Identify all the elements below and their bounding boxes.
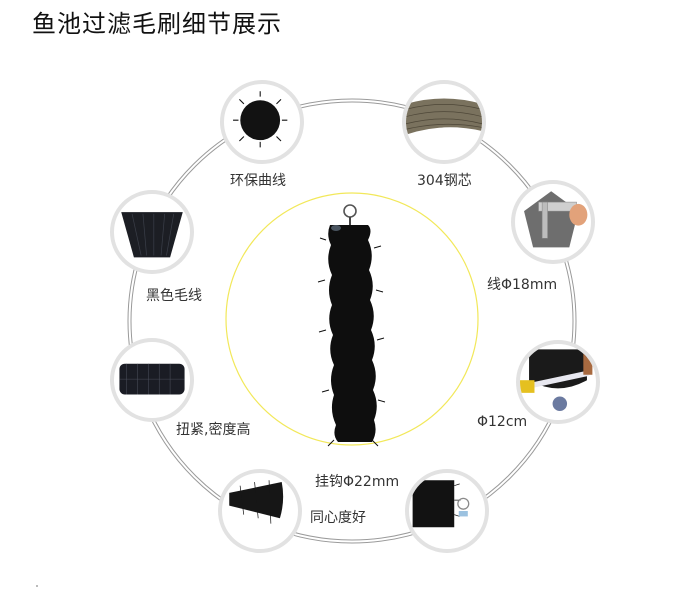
brush-tip-closeup-icon (233, 91, 288, 148)
tape-measure-diameter-icon (520, 349, 593, 411)
black-bristle-bundle-icon (121, 212, 183, 258)
hook-ring-closeup-icon (412, 480, 470, 528)
feature-label-diameter-12cm: Φ12cm (476, 414, 529, 430)
feature-label-wire-18mm: 线Φ18mm (486, 274, 559, 294)
feature-thumb-dense-twist (110, 338, 194, 422)
feature-thumb-black-bristle (110, 190, 194, 274)
feature-label-eco-curve: 环保曲线 (229, 170, 287, 190)
feature-label-304-steel-core: 304钢芯 (416, 170, 473, 190)
stray-pixel (36, 585, 38, 587)
feature-label-hook-22mm: 挂钩Φ22mm (314, 471, 401, 491)
feature-thumb-side-view (218, 469, 302, 553)
feature-thumb-caliper (511, 180, 595, 264)
feature-label-black-wire: 黑色毛线 (145, 285, 203, 305)
filter-brush-product-image (317, 204, 386, 447)
page-title: 鱼池过滤毛刷细节展示 (32, 10, 282, 38)
steel-wire-coil-icon (406, 98, 482, 135)
caliper-measuring-wire-icon (524, 191, 588, 248)
feature-thumb-tape-measure (516, 340, 600, 424)
feature-thumb-steel-core (402, 80, 486, 164)
brush-side-view-icon (229, 480, 284, 524)
feature-label-good-concentricity: 同心度好 (309, 507, 367, 527)
feature-thumb-brush-tip (220, 80, 304, 164)
feature-label-tight-dense: 扭紧,密度高 (175, 419, 252, 439)
feature-thumb-hook (405, 469, 489, 553)
dense-twisted-brush-icon (119, 363, 185, 395)
